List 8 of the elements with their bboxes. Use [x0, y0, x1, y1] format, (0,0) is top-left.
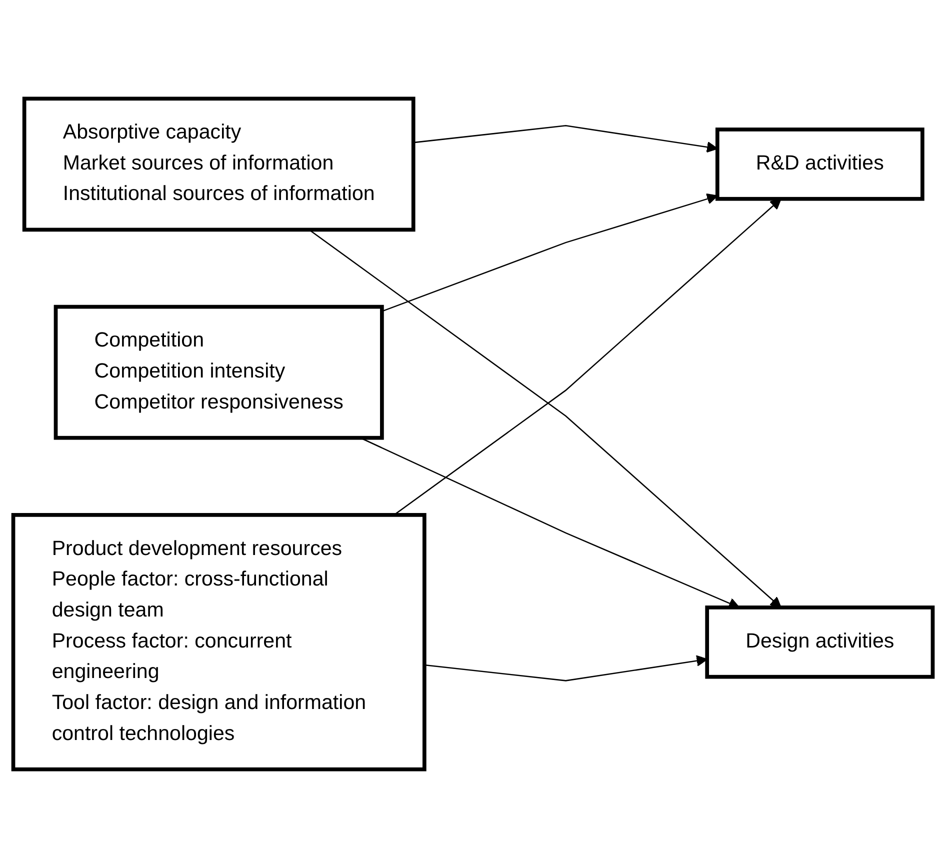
node-box: Design activities [705, 606, 935, 679]
node-box: R&D activities [715, 128, 924, 201]
arrow [382, 193, 718, 312]
node-box: Absorptive capacity Market sources of information Institutional sources of information [22, 96, 416, 232]
node-box: Product development resources People factor: cross-functional design team Process factor: concurrent engineering Tool factor: design and information control technologies [11, 513, 426, 772]
arrow [394, 198, 782, 516]
node-box: Competition Competition intensity Competitor responsiveness [54, 304, 384, 440]
arrow [308, 229, 782, 608]
